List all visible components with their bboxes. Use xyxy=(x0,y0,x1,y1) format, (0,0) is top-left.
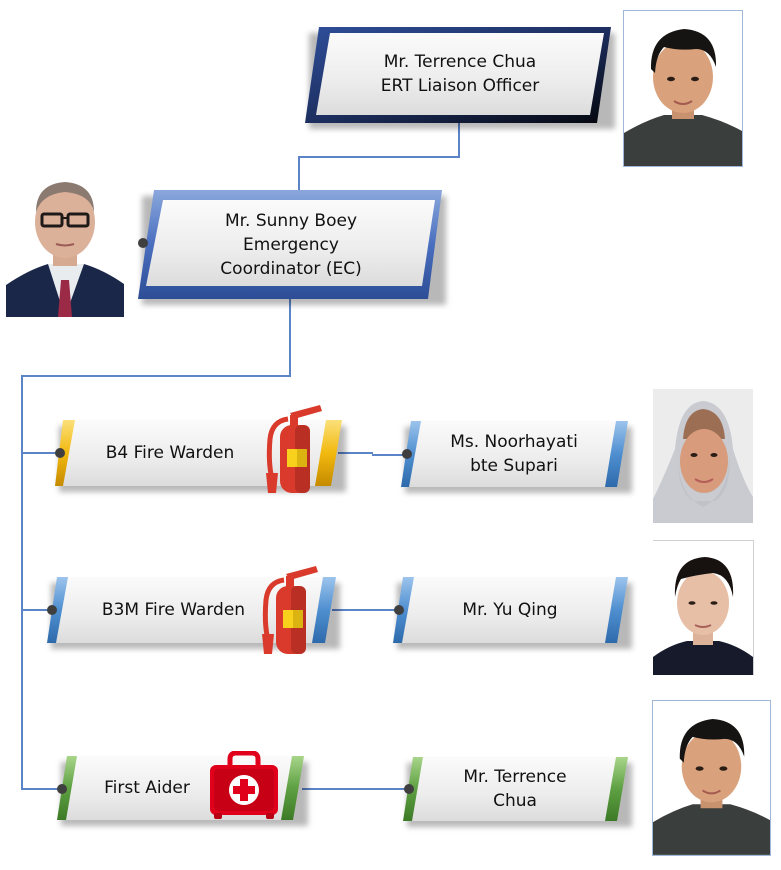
first-aid-kit-icon xyxy=(210,751,278,819)
node-frame xyxy=(305,27,611,123)
coordinator-role-line1: Emergency xyxy=(243,235,339,255)
photo-terrence-chua-first-aider xyxy=(652,700,771,856)
noorhayati-name-line1: Ms. Noorhayati xyxy=(450,432,578,452)
person-portrait-icon xyxy=(653,701,770,855)
liaison-role: ERT Liaison Officer xyxy=(380,76,540,96)
noorhayati-name-line2: bte Supari xyxy=(470,456,558,476)
photo-emergency-coordinator xyxy=(6,160,124,317)
fire-extinguisher-icon xyxy=(262,566,318,654)
fire-extinguisher-icon xyxy=(266,405,322,493)
node-frame xyxy=(138,190,442,299)
connector-dot xyxy=(404,784,414,794)
connector-dot xyxy=(402,449,412,459)
first-aider-label: First Aider xyxy=(104,778,190,798)
terrence-name-line1: Mr. Terrence xyxy=(463,767,567,787)
node-person-yu-qing[interactable]: Mr. Yu Qing xyxy=(393,577,632,649)
photo-yu-qing xyxy=(653,540,754,675)
liaison-name: Mr. Terrence Chua xyxy=(383,52,537,72)
connector-dot xyxy=(55,448,65,458)
yu-qing-name: Mr. Yu Qing xyxy=(462,600,558,620)
photo-noorhayati xyxy=(653,389,753,523)
person-portrait-icon xyxy=(624,11,742,166)
terrence-name-line2: Chua xyxy=(493,791,537,811)
b4-fire-warden-label: B4 Fire Warden xyxy=(105,443,235,463)
person-portrait-icon xyxy=(6,160,124,317)
person-portrait-icon xyxy=(653,389,753,523)
connector-dot xyxy=(394,605,404,615)
b3m-fire-warden-label: B3M Fire Warden xyxy=(101,600,246,620)
connector-dot xyxy=(57,784,67,794)
coordinator-role-line2: Coordinator (EC) xyxy=(220,259,362,279)
node-frame xyxy=(403,757,628,821)
node-person-noorhayati[interactable]: Ms. Noorhayati bte Supari xyxy=(401,421,632,493)
coordinator-name: Mr. Sunny Boey xyxy=(224,211,358,231)
person-portrait-icon xyxy=(653,541,753,675)
connector-dot xyxy=(138,238,148,248)
node-frame xyxy=(393,577,628,643)
node-frame xyxy=(401,421,628,487)
node-emergency-coordinator[interactable]: Mr. Sunny Boey Emergency Coordinator (EC… xyxy=(138,190,446,305)
node-person-terrence-chua-first-aider[interactable]: Mr. Terrence Chua xyxy=(403,757,632,827)
node-ert-liaison-officer[interactable]: Mr. Terrence Chua ERT Liaison Officer xyxy=(305,27,615,129)
connector-dot xyxy=(47,605,57,615)
photo-liaison-officer xyxy=(623,10,743,167)
